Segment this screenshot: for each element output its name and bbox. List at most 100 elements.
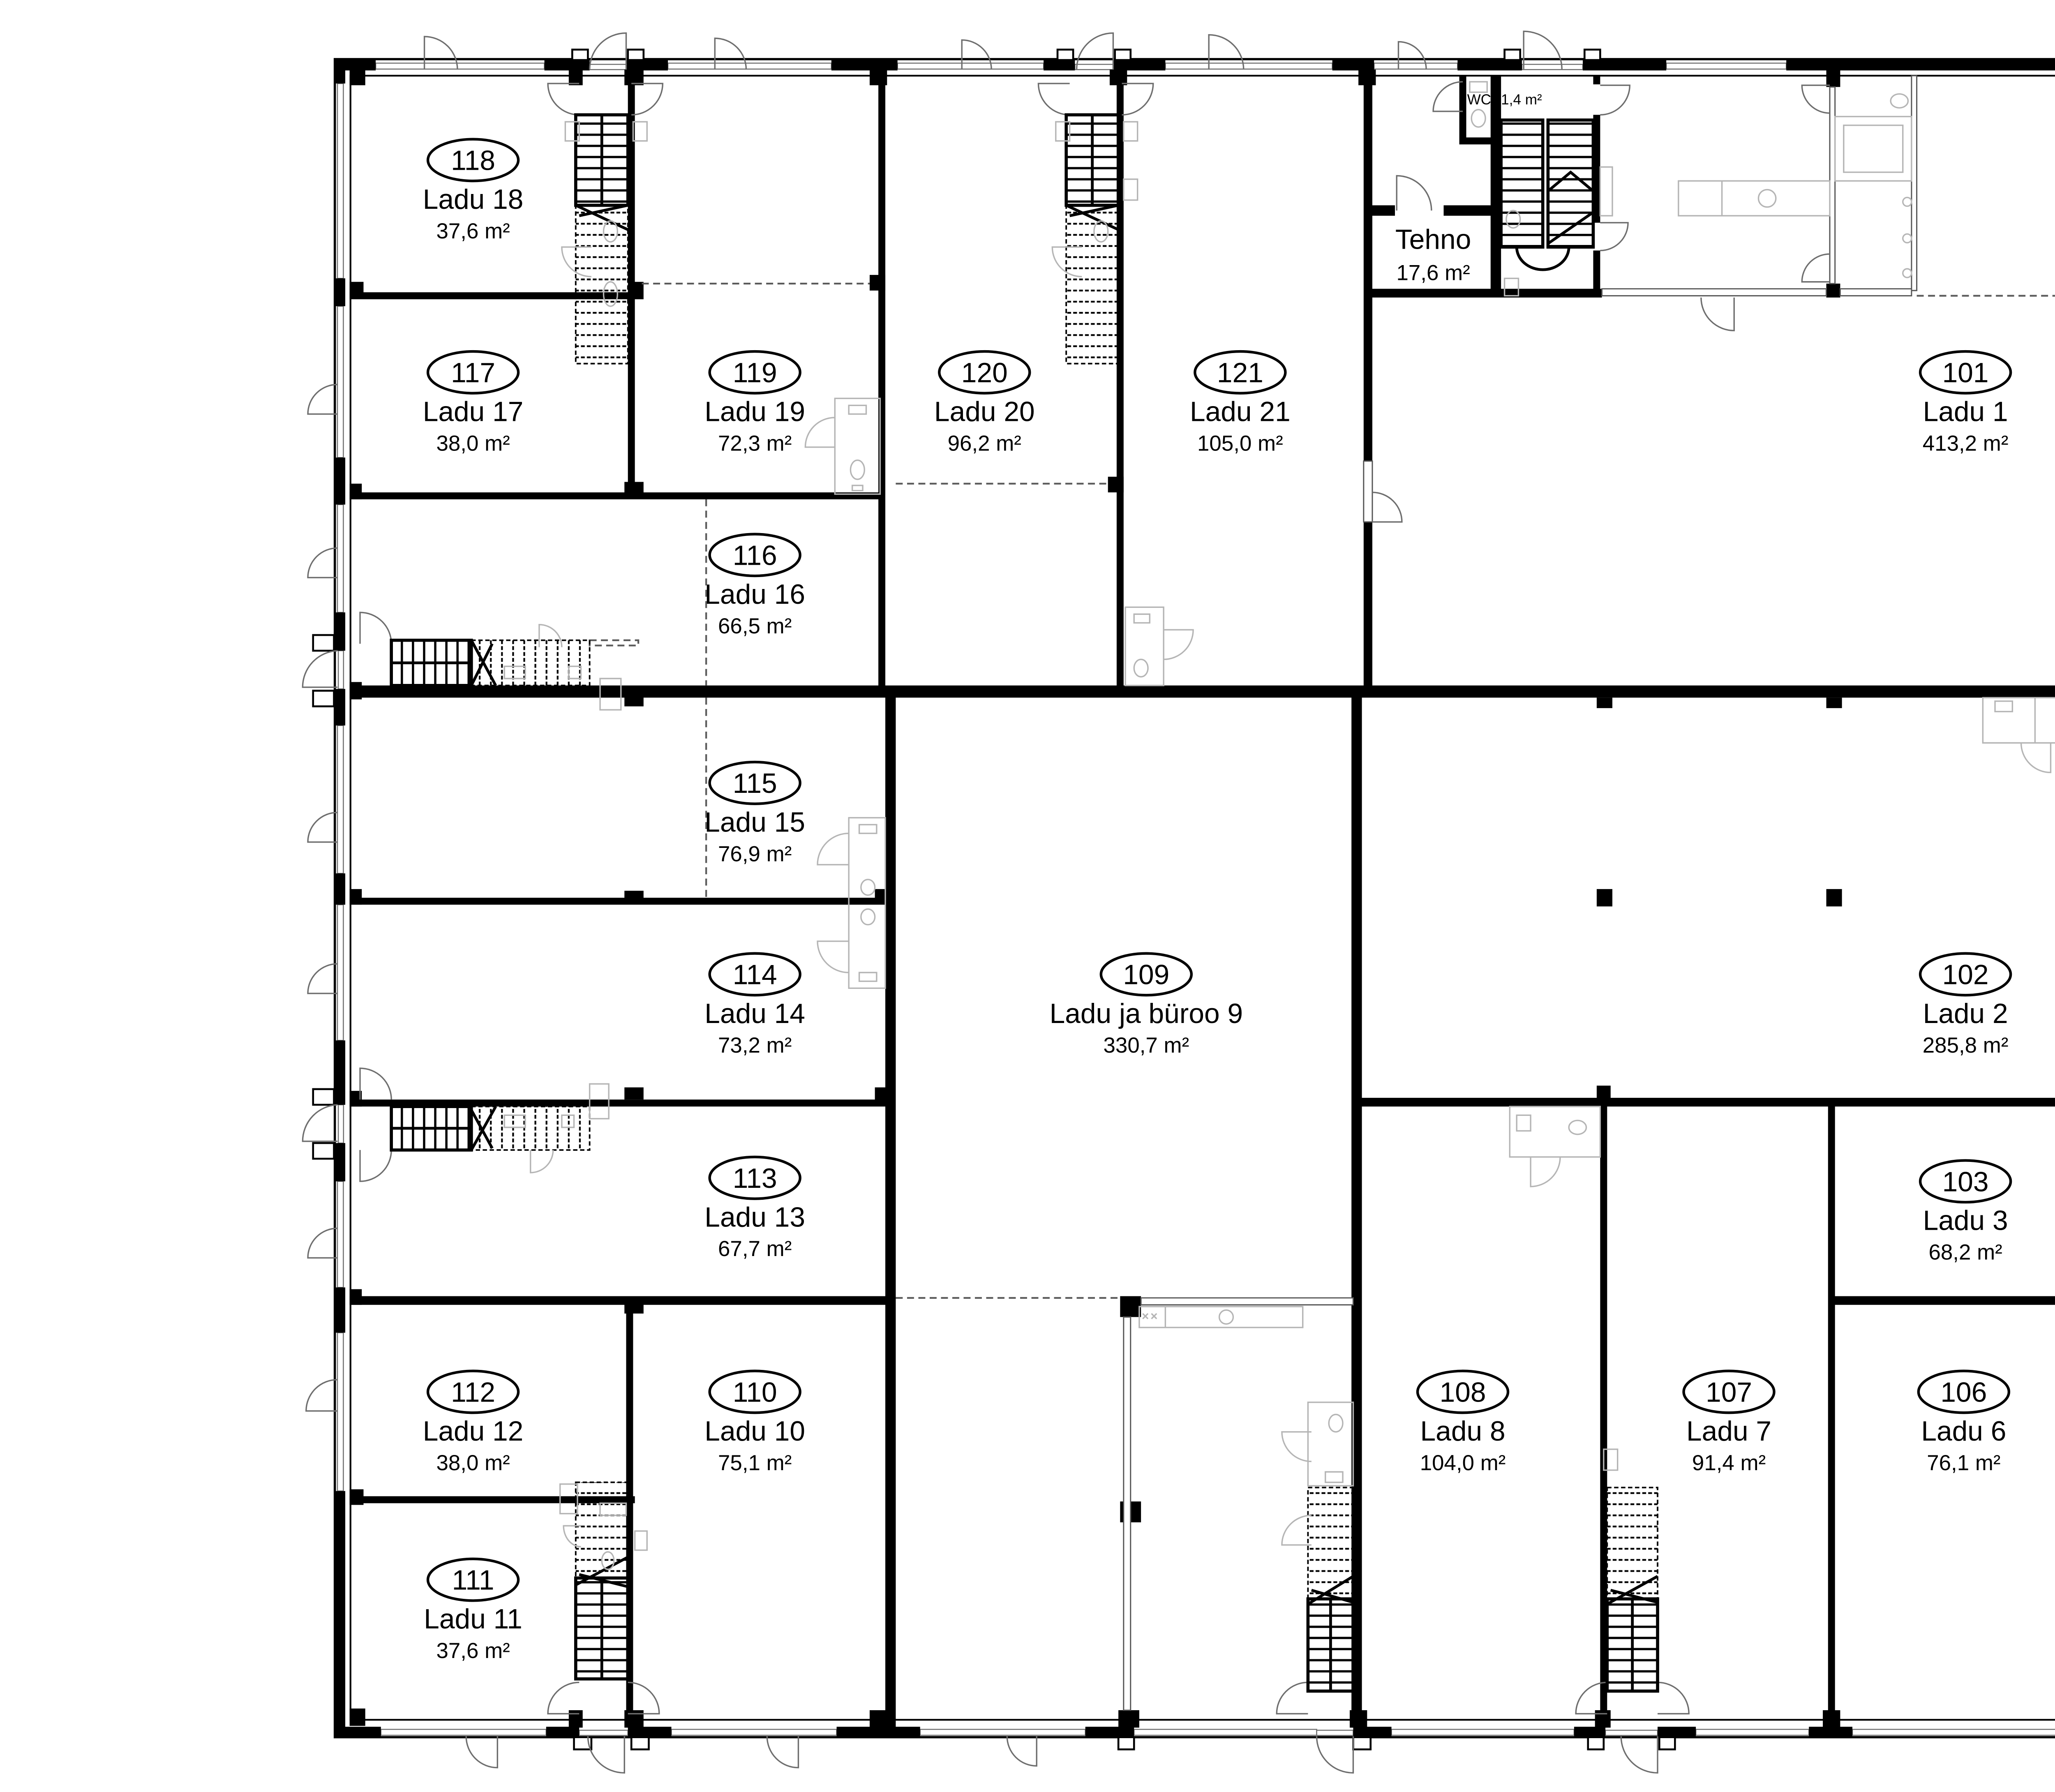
room-number-badge [1194,350,1287,395]
room-area: 73,2 m² [718,1033,792,1058]
stair-break-line [575,1556,629,1679]
staircase-116 [390,638,591,687]
kitchenette-109 [1138,1306,1304,1328]
stair-break-line [1307,1575,1354,1691]
wc-unit-115-114 [817,817,886,989]
room-name: Ladu 21 [1190,396,1291,427]
room-120: 120 Ladu 20 96,2 m² [934,350,1035,455]
room-number-badge [708,350,801,395]
stair-wc-fixtures-111 [559,1483,648,1570]
room-area: 38,0 m² [436,431,510,455]
room-number: 101 [1942,358,1989,388]
room-name: Ladu 8 [1420,1416,1505,1447]
room-name: Ladu 7 [1686,1416,1771,1447]
staircase-101-core [1499,118,1595,271]
stair-flight-above [1606,1487,1658,1600]
wc-unit-108 [1509,1106,1601,1187]
room-area: 285,8 m² [1923,1033,2009,1058]
stair-break-line [1606,1575,1658,1691]
room-area: 76,9 m² [718,842,792,866]
wc-fixtures-core [1469,81,1521,297]
room-121: 121 Ladu 21 105,0 m² [1190,350,1291,455]
room-area: 37,6 m² [436,1639,510,1663]
room-name: Ladu 19 [704,396,805,427]
room-number: 109 [1123,960,1169,991]
room-number: 120 [961,358,1008,388]
room-number-badge [1919,350,2012,395]
interior-walls [349,76,2055,1728]
room-number-badge [708,533,801,577]
room-labels: 101 Ladu 1 413,2 m² 102 Ladu 2 285,8 m² … [423,92,2012,1663]
room-110: 110 Ladu 10 75,1 m² [704,1369,805,1475]
stair-wc-fixtures-107-105 [1603,1448,1619,1471]
room-area: 105,0 m² [1197,431,1283,455]
room-number: 106 [1940,1377,1987,1408]
room-number-badge [426,1369,520,1414]
dashed-boundaries [589,282,2055,1299]
wc-unit-109 [1281,1402,1354,1546]
room-number-badge [1416,1369,1510,1414]
light-partitions [1123,75,1918,1711]
room-area: 38,0 m² [436,1451,510,1475]
room-number: 115 [733,768,777,799]
stair-break-line [391,1106,497,1151]
room-113: 113 Ladu 13 67,7 m² [704,1155,805,1261]
room-108: 108 Ladu 8 104,0 m² [1416,1369,1510,1475]
room-number-badge [1919,952,2012,997]
room-number: 111 [452,1565,494,1596]
room-106: 106 Ladu 6 76,1 m² [1917,1369,2011,1475]
room-number: 107 [1706,1377,1752,1408]
room-number: 116 [733,540,777,571]
room-number: 119 [733,358,777,388]
room-wc: WC 1,4 m² [1467,92,1542,108]
room-number: 117 [451,358,495,388]
room-name: Ladu 17 [423,396,524,427]
room-number-badge [1099,952,1193,997]
room-area: 17,6 m² [1396,261,1470,285]
room-name: Ladu 18 [423,184,524,215]
room-name: Ladu 16 [704,579,805,610]
stair-direction-arrow [1515,170,1594,271]
room-area: 413,2 m² [1923,431,2009,455]
wc-unit-102-north [1982,697,2055,774]
staircase-111 [574,1481,630,1681]
room-number-badge [938,350,1031,395]
room-103: 103 Ladu 3 68,2 m² [1919,1159,2012,1265]
room-115: 115 Ladu 15 76,9 m² [704,760,805,866]
room-101: 101 Ladu 1 413,2 m² [1919,350,2012,455]
wc-unit-121 [1124,606,1194,686]
room-number: 108 [1440,1377,1486,1408]
room-name: Ladu 14 [704,998,805,1029]
room-number-badge [426,138,520,182]
exterior-door-swings [302,30,1658,1774]
room-112: 112 Ladu 12 38,0 m² [423,1369,523,1475]
room-number-badge [426,1557,520,1602]
stair-flight-above [1307,1487,1354,1600]
room-name: Ladu 20 [934,396,1035,427]
kitchenette-101 [1599,166,1831,217]
stair-break-line [391,640,497,686]
shower-room-101 [1834,93,1912,278]
staircase-118-119 [574,113,630,365]
room-area: 330,7 m² [1104,1033,1189,1058]
room-area: 104,0 m² [1420,1451,1506,1475]
room-number-badge [1917,1369,2011,1414]
room-name: Ladu 2 [1923,998,2008,1029]
sanitary-fixtures [503,81,2055,1570]
interior-structure [349,69,2055,1728]
room-area: 76,1 m² [1927,1451,2000,1475]
room-area: 91,4 m² [1692,1451,1766,1475]
stair-wc-fixtures-118 [561,121,648,307]
stair-wc-fixtures-120 [1051,121,1138,277]
stair-flight-above [1065,204,1120,365]
room-name: Ladu ja büroo 9 [1050,998,1243,1029]
room-number-badge [708,760,801,805]
room-area: 68,2 m² [1928,1240,2002,1265]
room-number: 114 [733,960,777,991]
room-name: Tehno [1395,224,1471,255]
room-number: 103 [1942,1166,1989,1197]
room-number-badge [708,1369,801,1414]
room-name: Ladu 1 [1923,396,2008,427]
